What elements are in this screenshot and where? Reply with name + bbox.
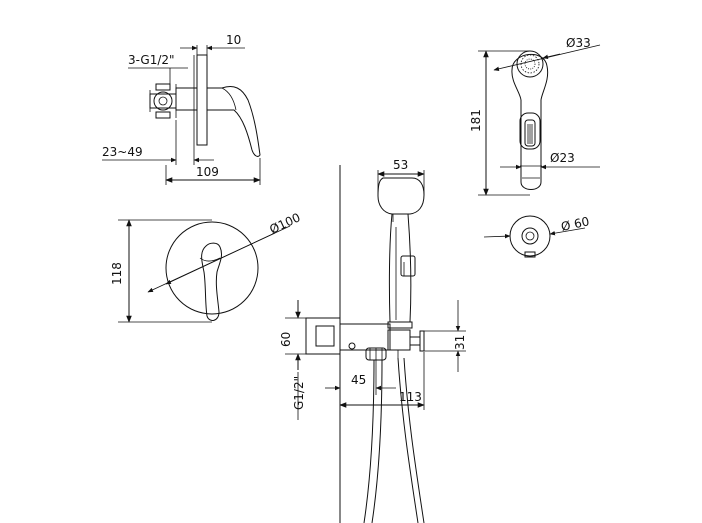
top-view-thread-label: 3-G1/2" [128,53,175,67]
front-view-handle [201,242,222,321]
top-view-plate-thickness-label: 10 [226,33,241,47]
assembly-thread-label: G1/2" [292,376,306,410]
holder-width-label: 53 [393,158,408,172]
spray-trigger [519,112,541,150]
top-view-depth-range-label: 23~49 [102,145,143,159]
wall-outlet-plate [509,215,551,257]
wall-outlet-view: Ø 60 [483,214,591,258]
outlet-block [305,317,341,355]
outlet-diameter-label: Ø 60 [560,214,591,234]
top-view-wall-plate [196,54,208,146]
top-view-inlet-circle [153,91,173,111]
reach-label: 113 [399,390,422,404]
front-view: 118 Ø100 [110,210,303,323]
front-view-plate [165,221,259,315]
side-assembly: 53 60 G1/2" 31 45 113 [279,158,467,523]
outlet-height-label: 31 [453,335,467,350]
holder-head [377,177,425,215]
spray-head-view: Ø33 181 Ø23 [469,36,601,196]
side-spray-handle [388,213,412,323]
handle-diameter-label: Ø23 [550,151,575,165]
spray-head [511,53,549,190]
assembly-height-label: 60 [279,332,293,347]
offset-label: 45 [351,373,366,387]
front-view-diameter-label: Ø100 [267,210,302,236]
top-view-total-depth-label: 109 [196,165,219,179]
spray-length-label: 181 [469,109,483,132]
head-diameter-label: Ø33 [566,36,591,50]
top-view: 3-G1/2" 10 23~49 109 [102,33,261,185]
top-view-handle [206,86,261,157]
front-view-height-label: 118 [110,262,124,285]
hose [363,359,375,523]
